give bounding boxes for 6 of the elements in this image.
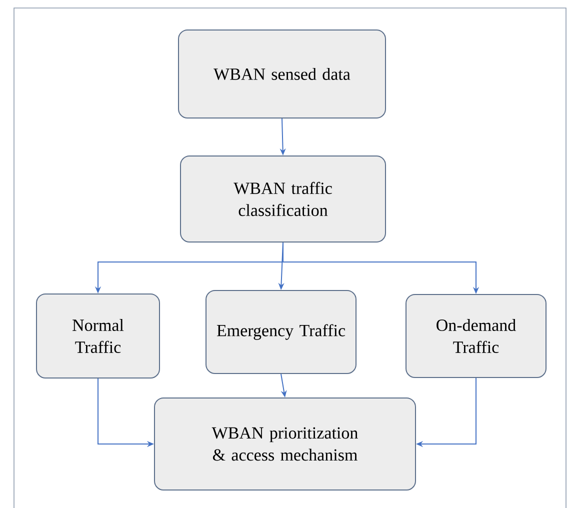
process-box: WBAN sensed data bbox=[178, 30, 386, 118]
process-box: WBAN traffic classification bbox=[180, 156, 386, 242]
process-box: On-demand Traffic bbox=[406, 294, 546, 378]
process-box: Emergency Traffic bbox=[206, 290, 356, 374]
process-box: WBAN prioritization & access mechanism bbox=[154, 398, 416, 490]
process-box: Normal Traffic bbox=[36, 294, 160, 378]
